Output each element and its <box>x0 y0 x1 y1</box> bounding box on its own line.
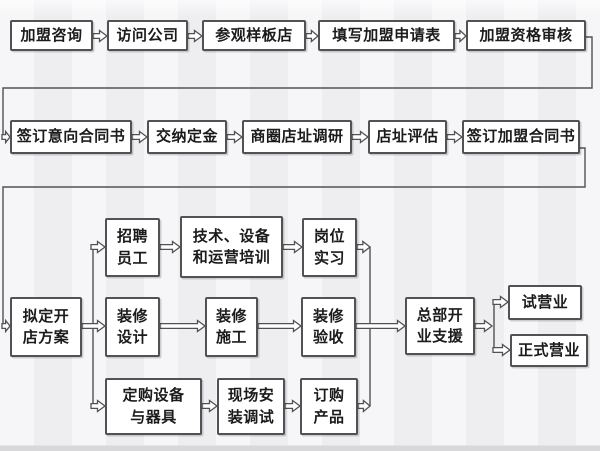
flow-arrow-icon <box>357 399 372 413</box>
flow-node-n15: 装修 设计 <box>105 297 160 357</box>
flow-arrow-icon <box>90 240 107 254</box>
flow-node-n3: 参观样板店 <box>202 20 306 51</box>
flow-arrow-icon <box>492 343 512 357</box>
flow-node-n6: 签订意向合同书 <box>10 120 132 154</box>
flow-arrow-icon <box>90 399 107 413</box>
flow-arrow-icon <box>284 399 302 413</box>
flow-node-n2: 访问公司 <box>107 20 188 51</box>
flow-arrow-icon <box>92 29 109 43</box>
flow-node-n11: 招聘 员工 <box>105 218 160 277</box>
flow-arrow-icon <box>159 240 182 254</box>
flow-arrow-icon <box>81 319 107 333</box>
flow-node-n8: 商圈店址调研 <box>242 120 352 154</box>
flow-connector-line <box>2 147 586 326</box>
flow-arrow-icon <box>492 295 510 309</box>
flow-connector-line <box>2 36 593 137</box>
flow-node-n16: 装修 施工 <box>205 297 258 357</box>
flow-arrow-icon <box>356 240 372 254</box>
flow-arrow-icon <box>355 319 407 333</box>
flow-node-n19: 试营业 <box>508 285 582 320</box>
flow-arrow-icon <box>305 29 320 43</box>
flow-node-n18: 总部开 业支援 <box>405 297 475 355</box>
flow-arrow-icon <box>474 319 494 333</box>
flow-arrow-icon <box>351 130 370 144</box>
flow-node-n7: 交纳定金 <box>147 120 227 154</box>
flow-arrow-icon <box>201 399 219 413</box>
flow-arrow-icon <box>282 240 304 254</box>
flow-node-n9: 店址评估 <box>368 120 447 154</box>
flow-node-n13: 岗位 实习 <box>302 218 357 277</box>
flow-node-n20: 正式营业 <box>510 334 588 367</box>
flow-node-n10: 签订加盟合同书 <box>462 120 580 154</box>
flow-arrow-icon <box>454 29 467 43</box>
flow-arrow-icon <box>131 130 149 144</box>
flow-node-n22: 现场安 装调试 <box>217 378 285 435</box>
flow-arrow-icon <box>159 319 207 333</box>
flow-node-n23: 订购 产品 <box>300 378 358 435</box>
flow-arrow-icon <box>446 130 464 144</box>
flow-arrow-icon <box>1 129 11 145</box>
flow-node-n17: 装修 验收 <box>301 297 356 357</box>
flow-arrow-icon <box>226 130 244 144</box>
flow-node-n21: 定购设备 与器具 <box>105 378 202 435</box>
flow-arrow-icon <box>187 29 204 43</box>
flow-node-n14: 拟定开 店方案 <box>10 297 82 357</box>
flow-arrow-icon <box>257 319 303 333</box>
flow-node-n1: 加盟咨询 <box>10 20 93 51</box>
flow-node-n5: 加盟资格审核 <box>466 20 586 51</box>
flow-arrow-icon <box>1 318 11 334</box>
flow-node-n4: 填写加盟申请表 <box>318 20 455 51</box>
flow-node-n12: 技术、设备 和运营培训 <box>180 216 283 278</box>
